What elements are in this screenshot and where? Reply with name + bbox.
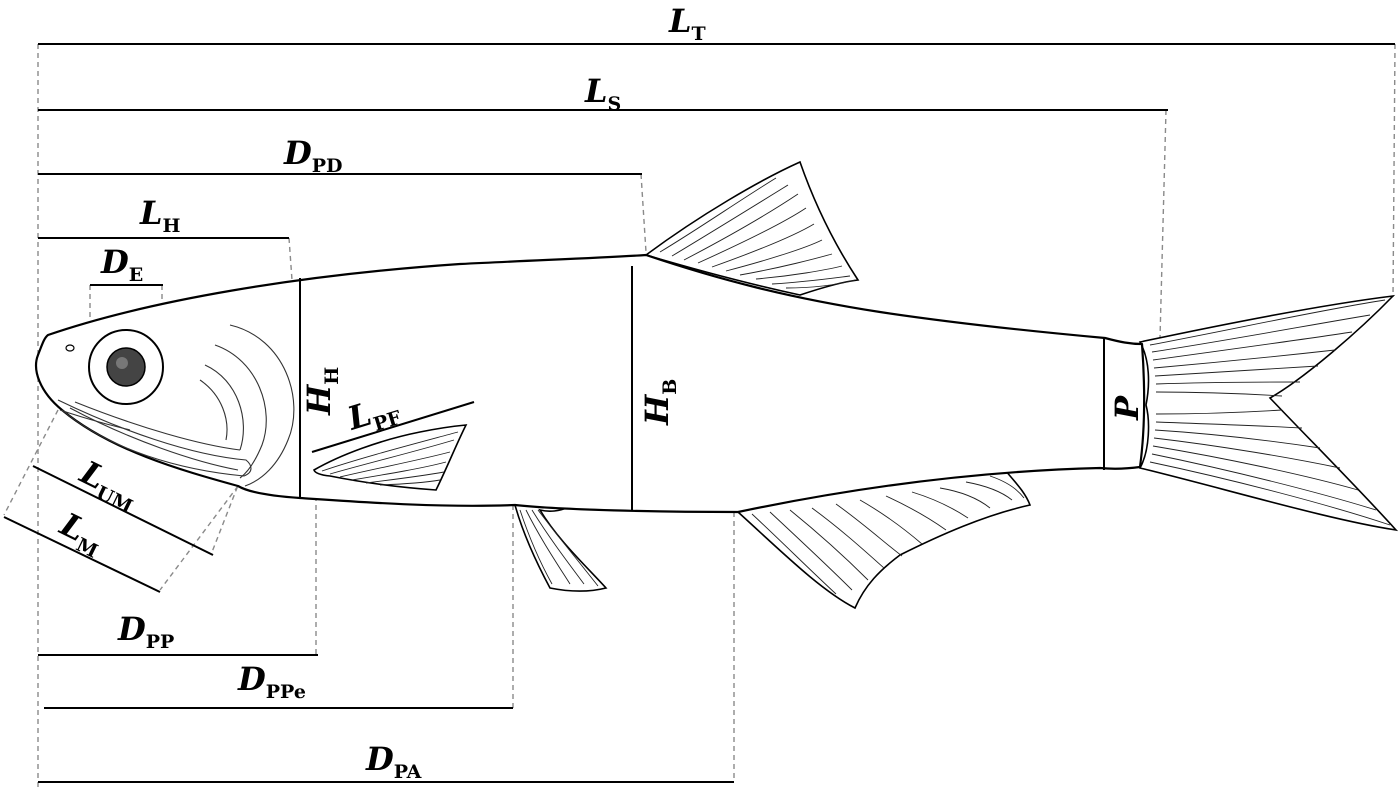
label-dpa: DPA [365, 740, 422, 783]
label-lh: LH [139, 194, 181, 237]
label-dpp: DPP [117, 610, 174, 653]
pelvic-fin [515, 500, 606, 591]
label-p: P [1108, 395, 1146, 421]
caudal-fin [1140, 296, 1396, 530]
label-dpd: DPD [283, 134, 343, 177]
label-lm: LM [51, 505, 110, 563]
nostril [66, 345, 74, 351]
label-lum: LUM [71, 453, 145, 518]
label-de: DE [100, 243, 143, 286]
fish-illustration [36, 162, 1396, 608]
label-ls: LS [584, 72, 621, 115]
label-dppe: DPPe [237, 660, 306, 703]
fish-body-outline [36, 255, 1144, 512]
eye-icon [89, 330, 163, 404]
label-lt: LT [668, 2, 706, 45]
